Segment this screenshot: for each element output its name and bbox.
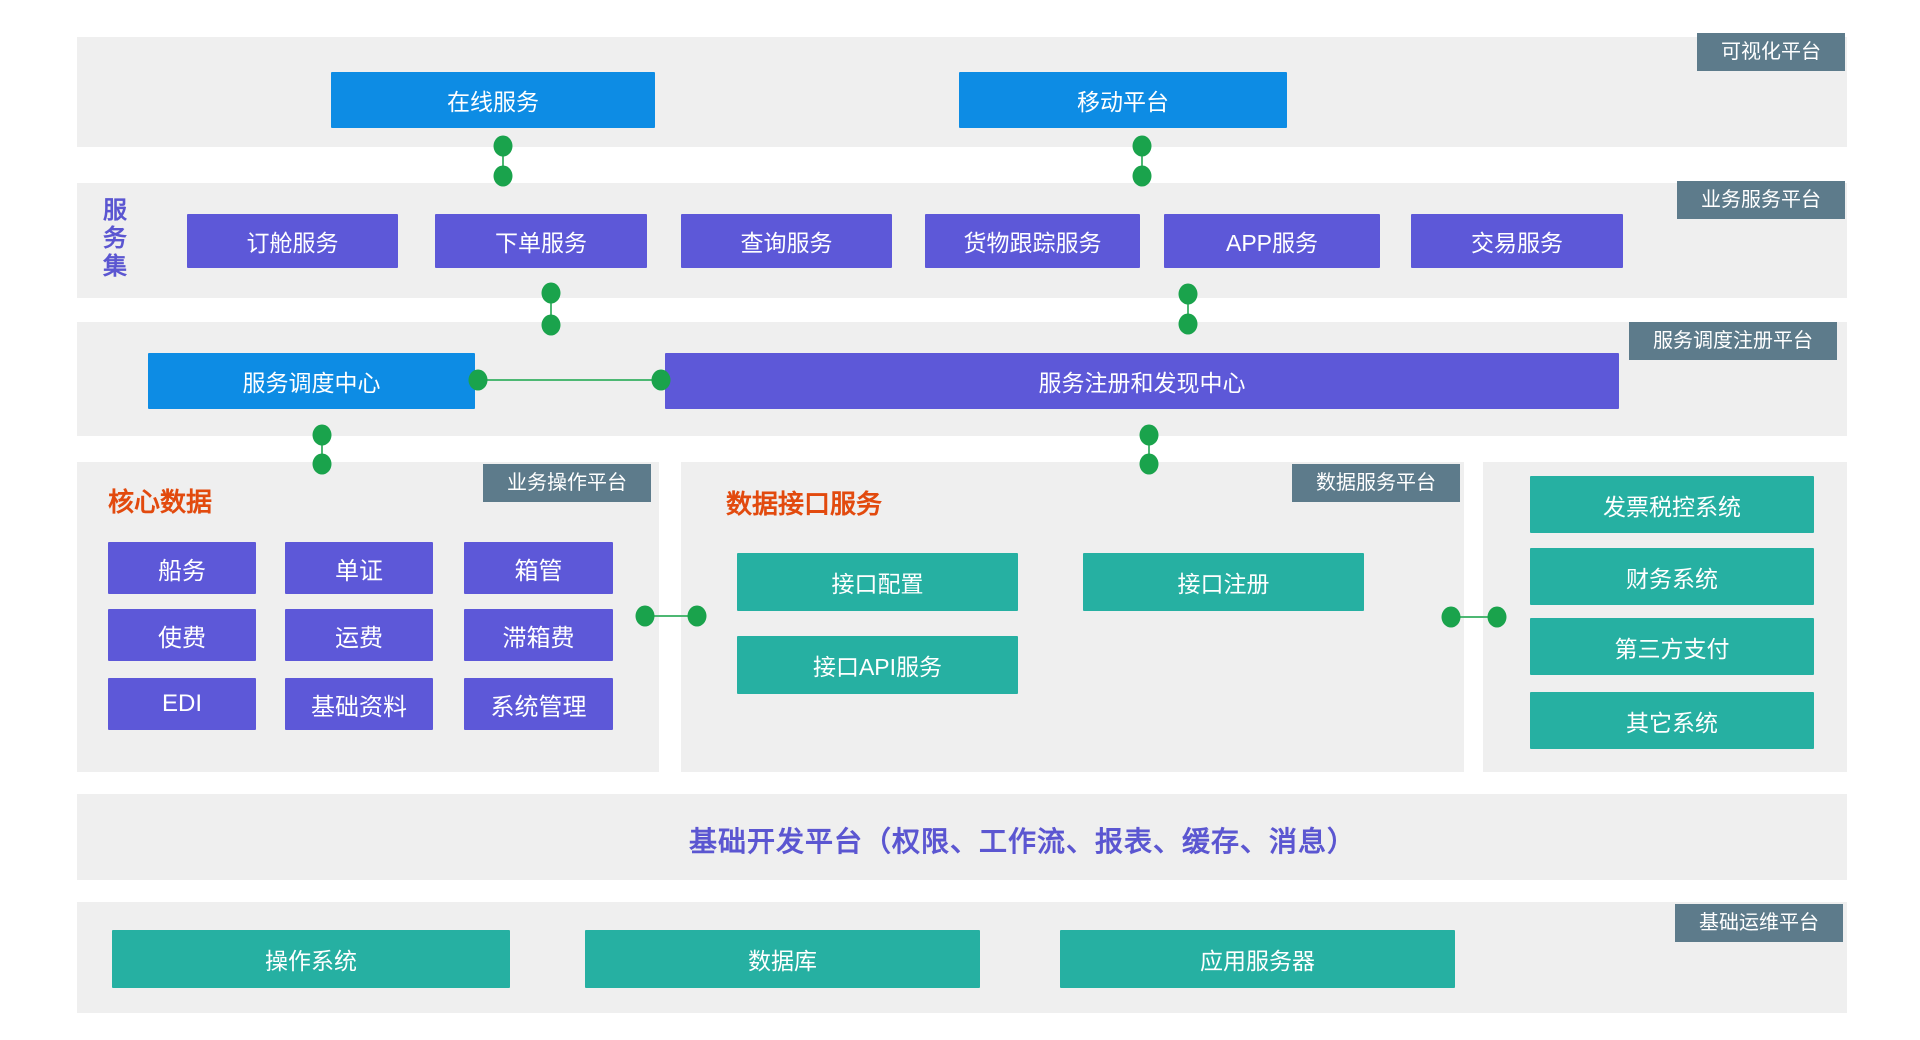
node-mobile-platform: 移动平台 [959,72,1287,128]
node-shipping: 船务 [108,542,256,594]
node-system-mgmt: 系统管理 [464,678,613,730]
node-app-service: APP服务 [1164,214,1380,268]
connector-line [1148,435,1150,464]
node-documents: 单证 [285,542,433,594]
connector-line [321,435,323,464]
node-freight: 运费 [285,609,433,661]
title-base-development-platform: 基础开发平台（权限、工作流、报表、缓存、消息） [689,826,1357,857]
connector-dot [541,282,561,304]
node-trade-service: 交易服务 [1411,214,1623,268]
node-charges: 使费 [108,609,256,661]
node-interface-config: 接口配置 [737,553,1018,611]
connector-dot [541,314,561,336]
connector-line [502,146,504,176]
connector-dot [1487,606,1507,628]
node-cargo-tracking-service: 货物跟踪服务 [925,214,1140,268]
node-online-services: 在线服务 [331,72,655,128]
band-service-dispatch-registry-platform: 服务调度注册平台 服务调度中心 服务注册和发现中心 [77,322,1847,436]
connector-dot [493,165,513,187]
tag-business-operation-platform: 业务操作平台 [483,464,651,502]
tag-visualization-platform: 可视化平台 [1697,33,1845,71]
node-demurrage: 滞箱费 [464,609,613,661]
band-base-operations-platform: 基础运维平台 操作系统 数据库 应用服务器 [77,902,1847,1013]
node-query-service: 查询服务 [681,214,892,268]
title-data-interface-service: 数据接口服务 [726,489,883,519]
connector-dot [1132,165,1152,187]
connector-line [1451,616,1497,618]
connector-dot [1139,424,1159,446]
panel-business-operation-platform: 业务操作平台 核心数据 船务 单证 箱管 使费 运费 滞箱费 EDI 基础资料 … [77,462,659,772]
tag-base-operations-platform: 基础运维平台 [1675,904,1843,942]
panel-data-service-platform: 数据服务平台 数据接口服务 接口配置 接口注册 接口API服务 [681,462,1464,772]
band-base-development-platform: 基础开发平台（权限、工作流、报表、缓存、消息） [77,794,1847,880]
title-core-data: 核心数据 [108,487,213,517]
connector-line [645,615,697,617]
node-interface-api-service: 接口API服务 [737,636,1018,694]
tag-data-service-platform: 数据服务平台 [1292,464,1460,502]
label-service-set: 服务集 [103,197,127,280]
node-base-data: 基础资料 [285,678,433,730]
connector-dot [312,424,332,446]
connector-dot [1132,135,1152,157]
band-business-service-platform: 业务服务平台 服务集 订舱服务 下单服务 查询服务 货物跟踪服务 APP服务 交… [77,181,1847,298]
node-service-registry-discovery-center: 服务注册和发现中心 [665,353,1619,409]
connector-dot [651,369,671,391]
connector-line [550,293,552,325]
node-app-server: 应用服务器 [1060,930,1455,988]
tag-service-dispatch-registry-platform: 服务调度注册平台 [1629,322,1837,360]
connector-dot [493,135,513,157]
node-third-party-payment: 第三方支付 [1530,618,1814,675]
band-visualization-platform: 可视化平台 在线服务 移动平台 [77,33,1847,147]
connector-dot [468,369,488,391]
connector-line [1187,294,1189,324]
node-service-dispatch-center: 服务调度中心 [148,353,475,409]
connector-line [1141,146,1143,176]
node-database: 数据库 [585,930,980,988]
node-finance-system: 财务系统 [1530,548,1814,605]
node-interface-registry: 接口注册 [1083,553,1364,611]
node-invoice-tax-system: 发票税控系统 [1530,476,1814,533]
connector-dot [635,605,655,627]
connector-dot [1178,283,1198,305]
tag-business-service-platform: 业务服务平台 [1677,181,1845,219]
connector-dot [1441,606,1461,628]
node-container-mgmt: 箱管 [464,542,613,594]
node-other-systems: 其它系统 [1530,692,1814,749]
connector-dot [312,453,332,475]
node-order-service: 下单服务 [435,214,647,268]
node-operating-system: 操作系统 [112,930,510,988]
connector-line [478,379,661,381]
node-edi: EDI [108,678,256,730]
connector-dot [1139,453,1159,475]
node-booking-service: 订舱服务 [187,214,398,268]
connector-dot [1178,313,1198,335]
connector-dot [687,605,707,627]
panel-external-systems: 发票税控系统 财务系统 第三方支付 其它系统 [1483,462,1847,772]
